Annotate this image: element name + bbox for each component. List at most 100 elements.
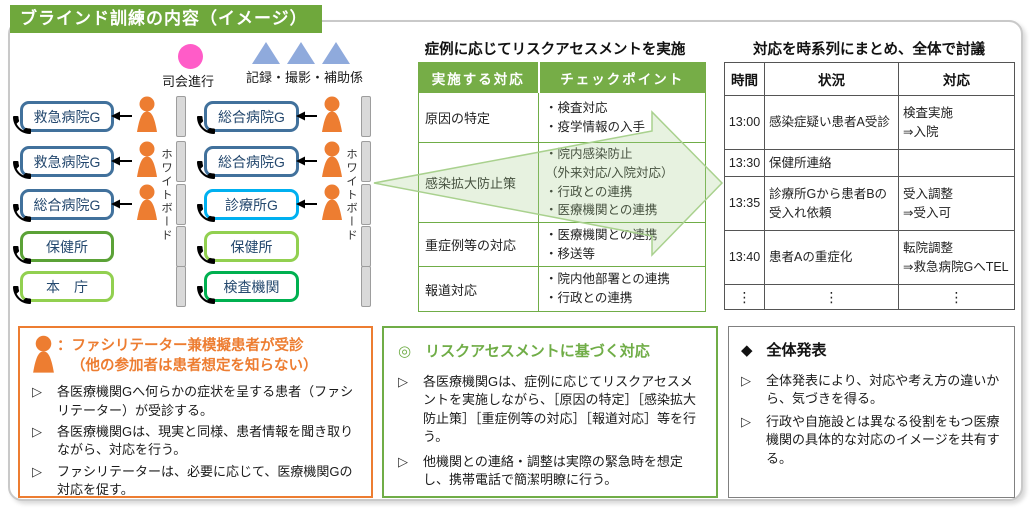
org-box-label: 救急病院G <box>33 108 101 125</box>
assessment-table: 実施する対応 チェックポイント 原因の特定 ・検査対応 ・疫学情報の入手 感染拡… <box>418 62 706 312</box>
checkpoint-line: ・検査対応 <box>545 100 608 115</box>
whiteboard-bar <box>176 96 186 137</box>
whiteboard-bar <box>361 226 371 267</box>
table-row: 重症例等の対応 ・医療機関との連携 ・移送等 <box>418 222 706 267</box>
double-circle-icon: ◎ <box>398 342 412 360</box>
staff-triangle-icons <box>252 42 350 64</box>
assessment-header-action: 実施する対応 <box>418 62 539 93</box>
table-row: 13:35 診療所Gから患者Bの 受入れ依頼 受入調整 ⇒受入可 <box>724 176 1015 231</box>
list-item: ▷ 他機関との連絡・調整は実際の緊急時を想定し、携帯電話で簡潔明瞭に行う。 <box>396 453 704 490</box>
response-cell: 受入調整 ⇒受入可 <box>898 176 1015 231</box>
person-icon <box>137 184 157 220</box>
person-icon <box>322 184 342 220</box>
time-cell: 13:35 <box>724 176 765 231</box>
response-line: 転院調整 <box>903 241 954 256</box>
timeline-section-title: 対応を時系列にまとめ、全体で討議 <box>753 42 985 58</box>
person-icon <box>137 141 157 177</box>
response-line: ⇒受入可 <box>903 205 951 220</box>
facilitator-note-header: ：ファシリテーター兼模擬患者が受診 （他の参加者は患者想定を知らない） <box>30 335 361 376</box>
arrow-left-icon <box>111 110 133 122</box>
triangle-bullet-icon: ▷ <box>398 374 408 389</box>
timeline-table: 時間 状況 対応 13:00 感染症疑い患者A受診 検査実施 ⇒入院 13:30… <box>724 62 1015 311</box>
list-item: ▷ 各医療機関Gは、現実と同様、患者情報を聞き取りながら、対応を行う。 <box>30 423 361 460</box>
situation-cell: 保健所連絡 <box>764 149 899 177</box>
table-row: 13:40 患者Aの重症化 転院調整 ⇒救急病院GへTEL <box>724 230 1015 285</box>
arrow-left-icon <box>111 155 133 167</box>
bullet-text: 行政や自施設とは異なる役割をもつ医療機関の具体的な対応のイメージを共有する。 <box>766 413 1000 466</box>
person-icon <box>322 96 342 132</box>
action-cell: 報道対応 <box>418 266 539 312</box>
response-cell: 検査実施 ⇒入院 <box>898 95 1015 150</box>
org-box-label: 診療所G <box>225 196 278 213</box>
whiteboard-bar <box>361 141 371 182</box>
table-row: 原因の特定 ・検査対応 ・疫学情報の入手 <box>418 92 706 143</box>
arrow-left-icon <box>296 155 318 167</box>
diamond-icon: ◆ <box>741 341 753 359</box>
triangle-bullet-icon: ▷ <box>32 424 42 440</box>
checkpoint-line: ・医療機関との連携 <box>545 203 658 218</box>
facilitator-note-box: ：ファシリテーター兼模擬患者が受診 （他の参加者は患者想定を知らない） ▷ 各医… <box>18 326 373 498</box>
ellipsis-cell: ⋮ <box>898 283 1015 311</box>
staff-triangle-icon <box>287 42 315 64</box>
checkpoint-line: ・移送等 <box>545 246 596 261</box>
risk-assessment-bullets: ▷ 各医療機関Gは、症例に応じてリスクアセスメントを実施しながら、［原因の特定］… <box>396 373 704 490</box>
ellipsis-cell: ⋮ <box>764 283 899 311</box>
whiteboard-bar <box>176 226 186 267</box>
presentation-note-box: ◆ 全体発表 ▷ 全体発表により、対応や考え方の違いから、気づきを得る。 ▷ 行… <box>728 326 1015 498</box>
org-box-label: 総合病院G <box>33 196 101 213</box>
org-box-label: 救急病院G <box>33 153 101 170</box>
time-cell: 13:00 <box>724 95 765 150</box>
phone-icon <box>197 286 215 304</box>
table-row-ellipsis: ⋮ ⋮ ⋮ <box>724 283 1015 311</box>
action-cell: 感染拡大防止策 <box>418 142 539 223</box>
org-box-honcho: 本 庁 <box>13 271 114 304</box>
bullet-text: 全体発表により、対応や考え方の違いから、気づきを得る。 <box>766 373 1000 407</box>
person-icon <box>137 96 157 132</box>
org-box-kensakikan: 検査機関 <box>197 271 299 304</box>
arrow-left-icon <box>111 198 133 210</box>
triangle-bullet-icon: ▷ <box>32 463 42 479</box>
timeline-header-time: 時間 <box>724 62 765 96</box>
org-box-label: 総合病院G <box>218 108 285 125</box>
moderator-dot-icon <box>178 44 203 69</box>
response-cell: 転院調整 ⇒救急病院GへTEL <box>898 230 1015 285</box>
person-icon <box>33 335 54 373</box>
org-box-hokensho-2: 保健所 <box>197 231 299 264</box>
checkpoint-line: （外来対応/入院対応） <box>545 165 674 180</box>
org-box-sogo-3: 総合病院G <box>197 146 299 179</box>
triangle-bullet-icon: ▷ <box>398 453 408 469</box>
situation-line: 受入れ依頼 <box>769 205 832 220</box>
phone-icon <box>13 204 31 222</box>
org-box-label: 総合病院G <box>218 153 285 170</box>
checkpoint-line: ・行政との連携 <box>545 184 633 199</box>
checkpoint-line: ・疫学情報の入手 <box>545 119 646 134</box>
whiteboard-bar <box>176 141 186 182</box>
triangle-bullet-icon: ▷ <box>741 413 751 429</box>
time-cell: 13:40 <box>724 230 765 285</box>
org-box-label: 検査機関 <box>223 278 280 295</box>
phone-icon <box>197 204 215 222</box>
facilitator-note-title: ：ファシリテーター兼模擬患者が受診 （他の参加者は患者想定を知らない） <box>57 337 318 376</box>
table-row: 報道対応 ・院内他部署との連携 ・行政との連携 <box>418 266 706 312</box>
situation-line: 保健所連絡 <box>769 155 832 170</box>
response-line: 検査実施 <box>903 106 954 121</box>
risk-assessment-note-box: ◎ リスクアセスメントに基づく対応 ▷ 各医療機関Gは、症例に応じてリスクアセス… <box>382 326 718 498</box>
org-box-sogo-1: 総合病院G <box>13 189 114 222</box>
list-item: ▷ 各医療機関Gへ何らかの症状を呈する患者（ファシリテーター）が受診する。 <box>30 383 361 420</box>
triangle-bullet-icon: ▷ <box>32 384 42 400</box>
ellipsis-cell: ⋮ <box>724 283 765 311</box>
triangle-bullet-icon: ▷ <box>741 373 751 388</box>
presentation-bullets: ▷ 全体発表により、対応や考え方の違いから、気づきを得る。 ▷ 行政や自施設とは… <box>739 372 1004 468</box>
org-box-hokensho-1: 保健所 <box>13 231 114 264</box>
list-item: ▷ 各医療機関Gは、症例に応じてリスクアセスメントを実施しながら、［原因の特定］… <box>396 373 704 447</box>
whiteboard-bar <box>176 266 186 307</box>
timeline-header-situation: 状況 <box>764 62 899 96</box>
list-item: ▷ 全体発表により、対応や考え方の違いから、気づきを得る。 <box>739 372 1004 409</box>
arrow-left-icon <box>296 110 318 122</box>
checkpoint-cell: ・医療機関との連携 ・移送等 <box>538 222 706 267</box>
risk-assessment-note-title: リスクアセスメントに基づく対応 <box>425 343 650 360</box>
staff-label: 記録・撮影・補助係 <box>246 70 364 85</box>
phone-icon <box>13 116 31 134</box>
whiteboard-bar <box>361 266 371 307</box>
